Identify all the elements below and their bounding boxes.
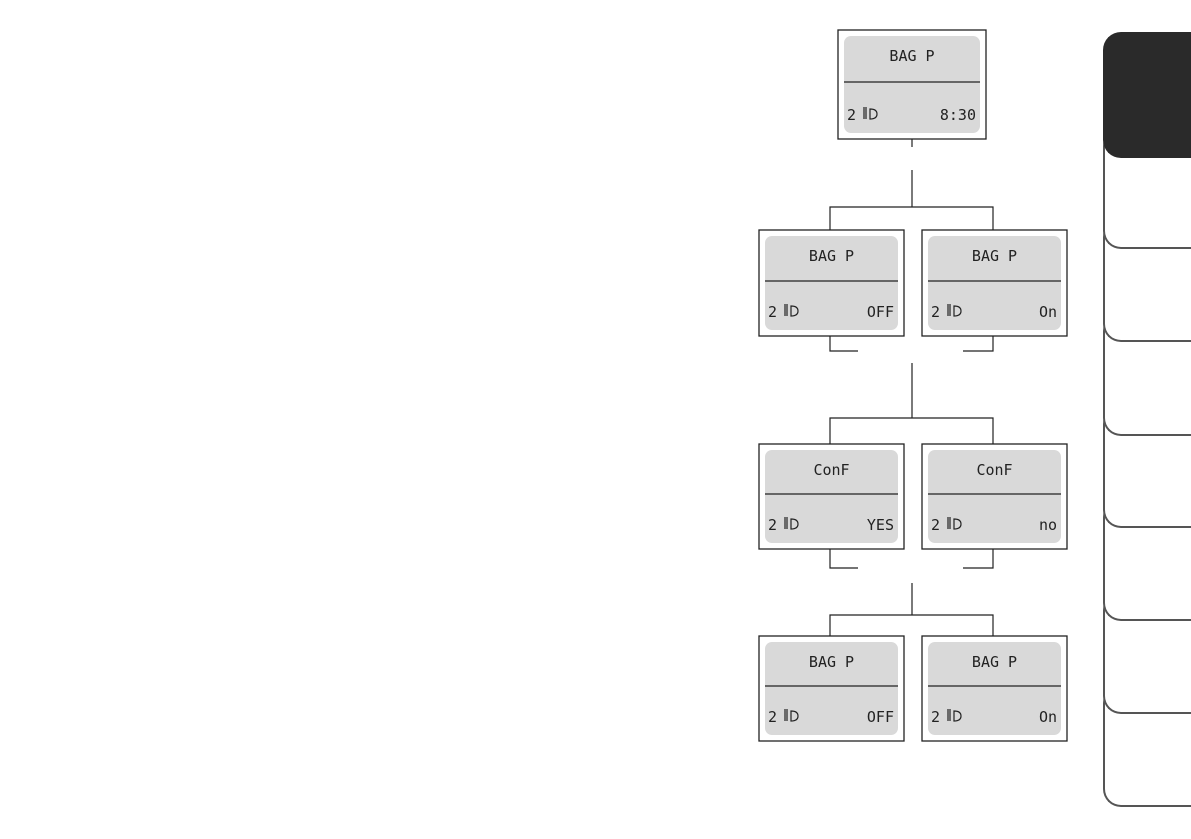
screen-lcd: [844, 36, 980, 133]
screen-indicator-number: 2: [931, 708, 940, 726]
display-screen-root: BAG P 2 8:30: [837, 29, 987, 140]
screen-value: no: [1039, 516, 1057, 534]
screen-title: ConF: [976, 461, 1012, 479]
screen-lcd: [928, 236, 1061, 330]
screen-indicator-number: 2: [931, 516, 940, 534]
screen-lcd: [928, 450, 1061, 543]
screen-value: OFF: [867, 303, 894, 321]
screen-indicator-number: 2: [768, 303, 777, 321]
passenger-airbag-icon: [947, 709, 962, 722]
screen-title: BAG P: [809, 653, 854, 671]
display-screen-conf-yes: ConF 2 YES: [758, 443, 905, 550]
screen-value: 8:30: [940, 106, 976, 124]
display-screen-off-2: BAG P 2 OFF: [758, 635, 905, 742]
display-screen-conf-no: ConF 2 no: [921, 443, 1068, 550]
connector-lines: [829, 139, 994, 637]
passenger-airbag-icon: [784, 709, 799, 722]
passenger-airbag-icon: [784, 304, 799, 317]
display-screen-on-1: BAG P 2 On: [921, 229, 1068, 337]
screen-lcd: [765, 236, 898, 330]
screen-title: ConF: [813, 461, 849, 479]
screen-indicator-number: 2: [847, 106, 856, 124]
passenger-airbag-icon: [863, 107, 878, 120]
screen-indicator-number: 2: [768, 516, 777, 534]
screen-lcd: [928, 642, 1061, 735]
chapter-tab-active[interactable]: [1103, 32, 1191, 158]
display-screen-off-1: BAG P 2 OFF: [758, 229, 905, 337]
screen-value: YES: [867, 516, 894, 534]
screen-title: BAG P: [972, 247, 1017, 265]
screen-title: BAG P: [972, 653, 1017, 671]
screen-lcd: [765, 450, 898, 543]
passenger-airbag-icon: [947, 304, 962, 317]
screen-value: OFF: [867, 708, 894, 726]
display-screen-on-2: BAG P 2 On: [921, 635, 1068, 742]
screen-title: BAG P: [809, 247, 854, 265]
passenger-airbag-icon: [784, 517, 799, 530]
screen-indicator-number: 2: [931, 303, 940, 321]
screen-title: BAG P: [889, 47, 934, 65]
screen-value: On: [1039, 708, 1057, 726]
passenger-airbag-icon: [947, 517, 962, 530]
screen-indicator-number: 2: [768, 708, 777, 726]
screen-lcd: [765, 642, 898, 735]
screen-value: On: [1039, 303, 1057, 321]
